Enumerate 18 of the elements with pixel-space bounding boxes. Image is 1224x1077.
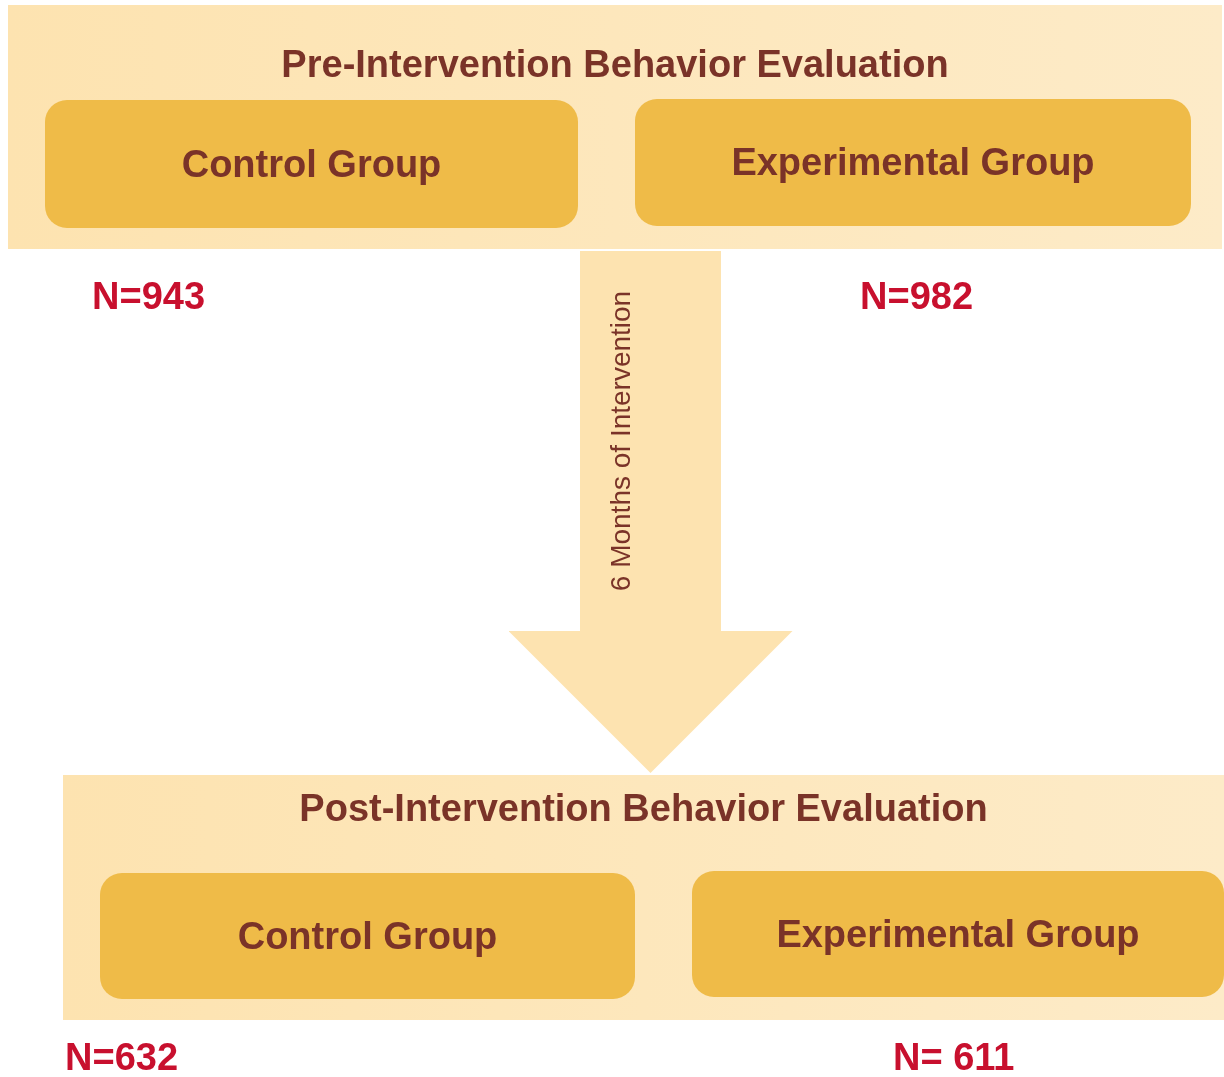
block-arrow [508,251,793,773]
group-box [45,100,578,228]
group-label: Experimental Group [731,141,1095,184]
sample-size-label: N=982 [860,275,974,318]
group-label: Control Group [237,914,498,958]
panel-title: Post-Intervention Behavior Evaluation [299,787,988,829]
sample-size-label: N= 611 [893,1036,1015,1077]
sample-size-label: N=632 [65,1036,179,1077]
group-box [635,99,1191,226]
group-label: Control Group [181,142,442,186]
group-box [692,871,1224,997]
edge-label: 6 Months of Intervention [604,290,637,592]
evaluation-panel [8,5,1222,249]
group-box [100,873,635,999]
evaluation-panel [63,775,1224,1020]
group-label: Experimental Group [776,912,1140,956]
sample-size-label: N=943 [92,275,206,318]
panel-title: Pre-Intervention Behavior Evaluation [281,43,949,85]
